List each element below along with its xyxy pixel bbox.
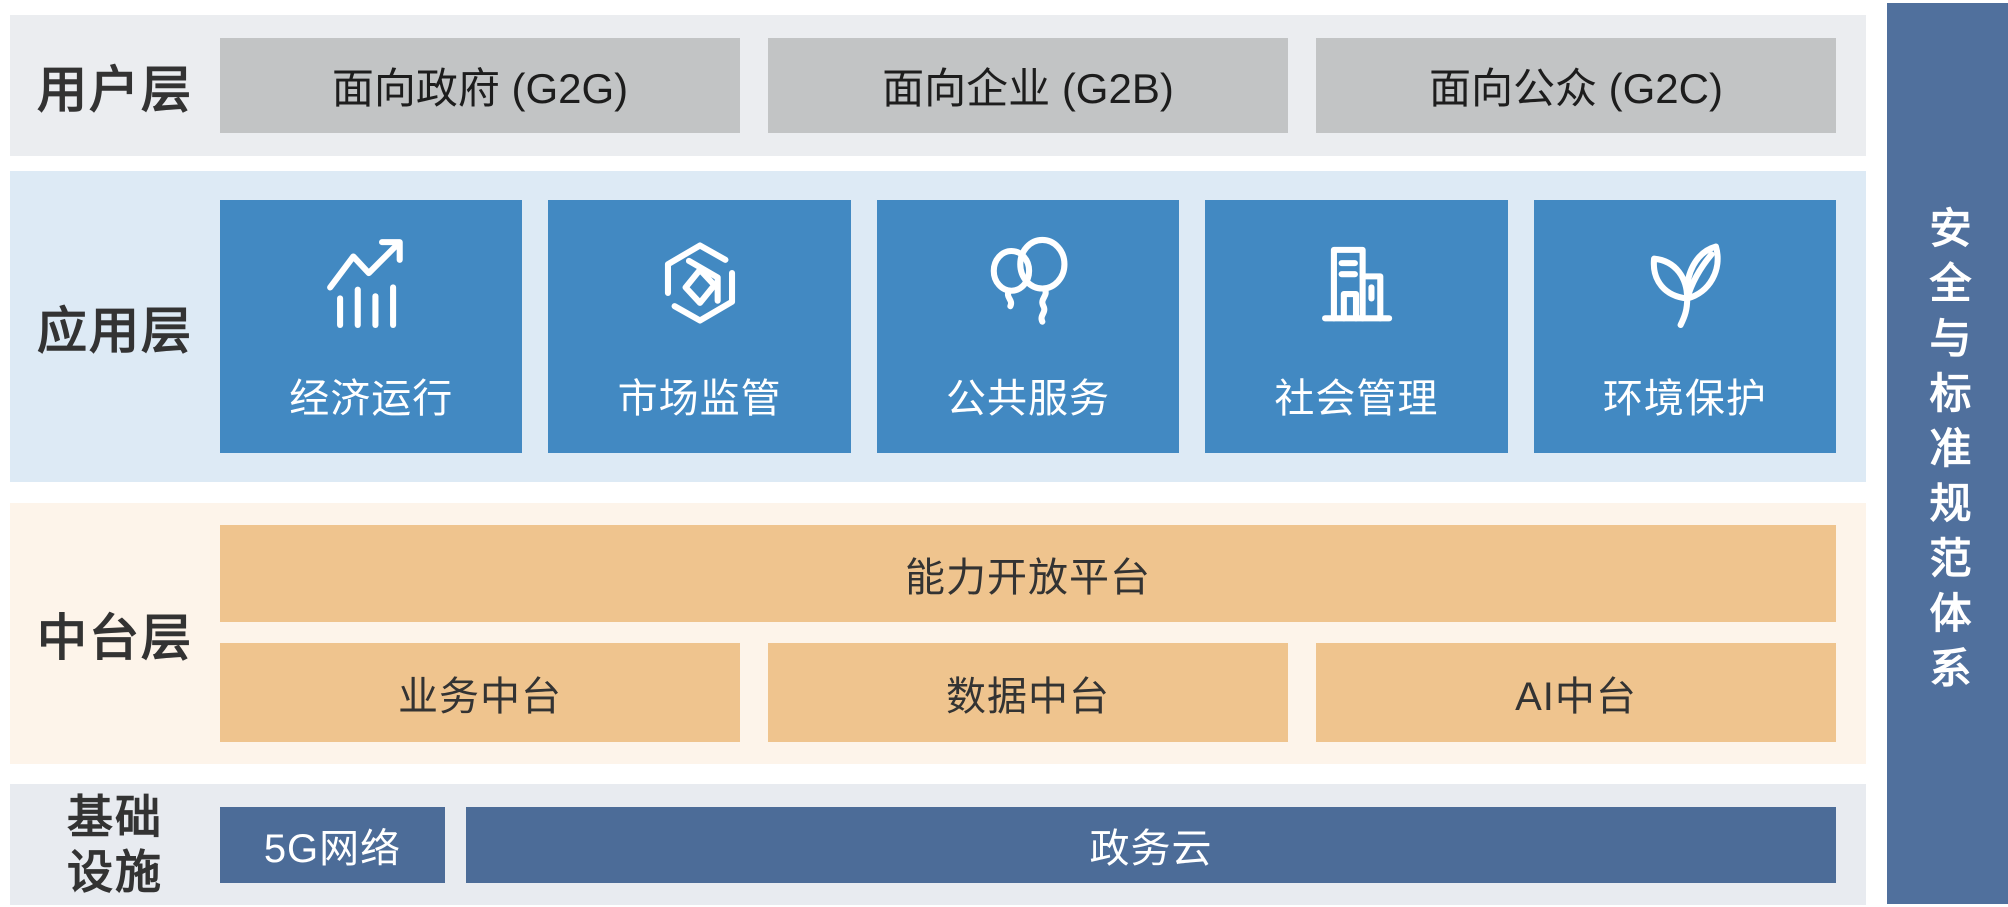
infrastructure-layer-label: 基础 设施 <box>10 790 220 899</box>
security-standards-bar-label: 安全与标准规范体系 <box>1924 206 1971 701</box>
platform-layer-boxes: 能力开放平台 业务中台 数据中台 AI中台 <box>220 525 1836 742</box>
app-box-label: 社会管理 <box>1274 376 1439 421</box>
application-layer-boxes: 经济运行 市场监管 公共服务 <box>220 200 1837 453</box>
infra-box-gov-cloud: 政务云 <box>466 806 1836 883</box>
app-box-environment: 环境保护 <box>1533 200 1837 453</box>
app-box-label: 环境保护 <box>1602 376 1767 421</box>
platform-middle-row: 业务中台 数据中台 AI中台 <box>220 643 1836 742</box>
user-layer-boxes: 面向政府 (G2G) 面向企业 (G2B) 面向公众 (G2C) <box>220 38 1836 133</box>
platform-box-open-platform: 能力开放平台 <box>220 525 1836 622</box>
user-box-g2g: 面向政府 (G2G) <box>220 38 740 133</box>
app-box-public-service: 公共服务 <box>876 200 1180 453</box>
app-box-label: 经济运行 <box>289 376 454 421</box>
user-box-g2b: 面向企业 (G2B) <box>768 38 1288 133</box>
infrastructure-layer-boxes: 5G网络 政务云 <box>220 806 1836 883</box>
user-layer-label: 用户层 <box>37 61 193 118</box>
platform-layer: 中台层 能力开放平台 业务中台 数据中台 AI中台 <box>10 503 1866 764</box>
security-standards-bar: 安全与标准规范体系 <box>1887 3 2008 904</box>
platform-box-data: 数据中台 <box>768 643 1288 742</box>
app-box-label: 市场监管 <box>617 376 782 421</box>
buildings-icon <box>1322 246 1393 321</box>
platform-box-business: 业务中台 <box>220 643 740 742</box>
hex-cube-icon <box>664 241 735 324</box>
infrastructure-layer: 基础 设施 5G网络 政务云 <box>10 784 1866 905</box>
application-layer: 应用层 经济运行 市 <box>10 171 1866 482</box>
trend-chart-icon <box>327 238 403 328</box>
platform-box-ai: AI中台 <box>1316 643 1836 742</box>
app-box-market: 市场监管 <box>548 200 851 453</box>
infra-box-5g-network: 5G网络 <box>220 806 445 883</box>
user-layer: 用户层 面向政府 (G2G) 面向企业 (G2B) 面向公众 (G2C) <box>10 15 1866 156</box>
balloons-icon <box>990 236 1068 325</box>
infrastructure-label-line2: 设施 <box>67 845 163 898</box>
app-box-economy: 经济运行 <box>220 200 523 453</box>
platform-layer-label: 中台层 <box>37 609 193 666</box>
app-box-social: 社会管理 <box>1205 200 1508 453</box>
application-layer-label: 应用层 <box>37 302 193 359</box>
app-box-label: 公共服务 <box>946 376 1111 421</box>
user-box-g2c: 面向公众 (G2C) <box>1316 38 1836 133</box>
infrastructure-label-line1: 基础 <box>67 791 163 844</box>
leaves-icon <box>1650 243 1721 328</box>
